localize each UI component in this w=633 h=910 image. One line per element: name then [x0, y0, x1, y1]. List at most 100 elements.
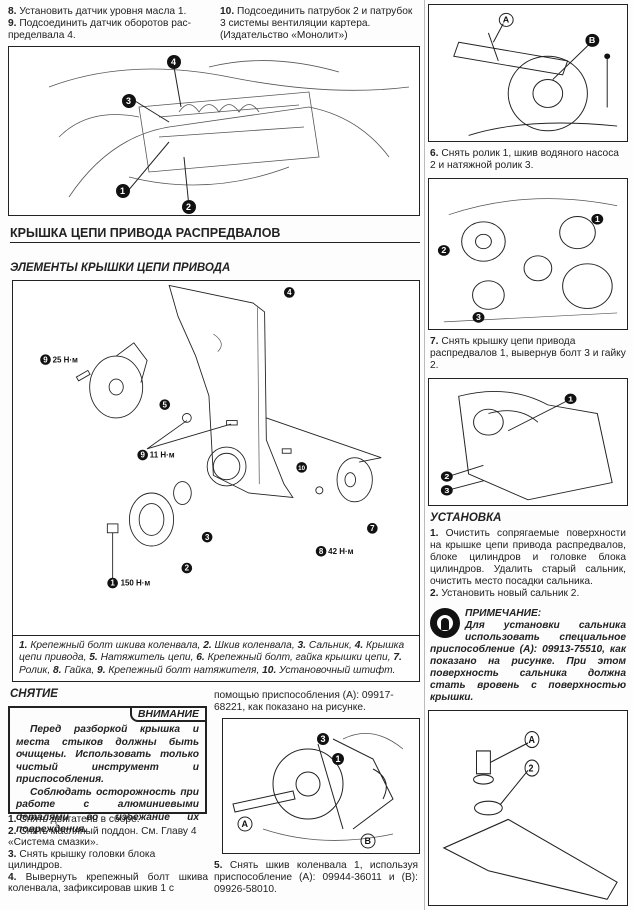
caption-item: Установочный штифт.	[276, 664, 396, 676]
step-text: Установить датчик уровня масла 1.	[19, 6, 187, 17]
callout-1: 1	[336, 754, 341, 764]
step-text: Установить новый сальник 2.	[441, 588, 580, 599]
callout-3: 3	[476, 312, 481, 321]
callout-3: 3	[205, 533, 210, 542]
step-text: Очистить сопрягаемые поверхности на крыш…	[430, 528, 626, 587]
seal-drawing: A 2	[442, 730, 618, 900]
caption-num: 6.	[196, 652, 205, 663]
step-text: Снять шкив коленвала 1, используя приспо…	[214, 860, 418, 895]
caption-num: 8.	[53, 664, 62, 676]
subsection-heading: ЭЛЕМЕНТЫ КРЫШКИ ЦЕПИ ПРИВОДА	[10, 262, 231, 274]
step-number: 8.	[8, 6, 17, 17]
caption-item: Сальник,	[306, 639, 355, 651]
step-number: 4.	[8, 871, 17, 883]
publisher: (Издательство «Монолит»)	[220, 30, 348, 41]
callout-b: B	[365, 836, 372, 846]
section-heading: КРЫШКА ЦЕПИ ПРИВОДА РАСПРЕДВАЛОВ	[10, 226, 420, 243]
torque-num: 1	[110, 579, 115, 588]
step-2: 2. Снять масляный поддон. См. Главу 4 «С…	[8, 826, 208, 849]
caption-num: 5.	[89, 652, 98, 663]
step-number: 7.	[430, 336, 439, 347]
callout-5: 5	[163, 400, 168, 409]
torque-25: 25 Н·м	[53, 355, 78, 364]
callout-1: 1	[120, 186, 125, 196]
torque-42: 42 Н·м	[328, 547, 353, 556]
column-divider	[424, 0, 425, 910]
callout-2: 2	[186, 202, 191, 212]
callout-3: 3	[444, 485, 449, 494]
step-1: 1. Снять двигатель в сборе.	[8, 814, 208, 826]
step-text: Снять крышку цепи привода распредвалов 1…	[430, 336, 626, 371]
step-text: Подсоединить датчик оборотов рас-пределв…	[8, 18, 192, 41]
install-heading: УСТАНОВКА	[430, 512, 502, 524]
step-number: 1.	[8, 814, 17, 825]
tool-drawing: A B	[453, 12, 618, 136]
removal-heading: СНЯТИЕ	[10, 688, 58, 700]
torque-11: 11 Н·м	[150, 451, 175, 460]
cover-removal-figure: 1 2 3	[428, 378, 628, 506]
step-text: Снять двигатель в сборе.	[19, 814, 140, 825]
warning-paragraph: Соблюдать осторожность при работе с алюм…	[16, 786, 199, 836]
step-number: 10.	[220, 6, 235, 17]
right-column: A B 6. Снять ролик 1, шкив водяного насо…	[428, 4, 628, 906]
step-text: Снять масляный поддон. См. Главу 4 «Сист…	[8, 825, 197, 849]
pulley-drawing: 3 1 A B	[232, 733, 404, 849]
engine-sensor-figure: 1 2 3 4	[8, 46, 420, 216]
callout-a: A	[503, 15, 510, 25]
torque-150: 150 Н·м	[121, 579, 151, 588]
cover-drawing: 1 2 3	[440, 390, 613, 501]
install-step-2: 2. Установить новый сальник 2.	[430, 588, 626, 600]
warning-text: Перед разборкой крышка и места стыков до…	[16, 724, 199, 837]
warning-paragraph: Перед разборкой крышка и места стыков до…	[16, 724, 199, 785]
callout-1: 1	[568, 394, 573, 403]
torque-num: 8	[319, 547, 324, 556]
callout-2: 2	[444, 472, 449, 481]
note: ПРИМЕЧАНИЕ: Для установки сальника испол…	[430, 608, 626, 704]
step-4: 4. Вывернуть крепежный болт шкива коленв…	[8, 872, 208, 895]
torque-num: 9	[140, 451, 145, 460]
caption-num: 3.	[297, 639, 307, 651]
step-number: 3.	[8, 848, 17, 860]
warning-label: ВНИМАНИЕ	[129, 706, 207, 722]
tool-ab-figure: A B	[428, 4, 628, 142]
step-7: 7. Снять крышку цепи привода распредвало…	[430, 336, 626, 372]
callout-a: A	[528, 734, 534, 746]
crank-pulley-figure: 3 1 A B	[222, 718, 420, 854]
figure-caption: 1. Крепежный болт шкива коленвала, 2. Шк…	[13, 634, 419, 681]
step-number: 2.	[430, 588, 439, 599]
note-text: Для установки сальника использовать спец…	[430, 620, 626, 703]
caption-num: 4.	[354, 639, 364, 651]
caption-item: Натяжитель цепи,	[97, 652, 197, 663]
caption-num: 7.	[393, 652, 402, 663]
callout-2: 2	[185, 564, 190, 573]
step-number: 1.	[430, 528, 439, 539]
engine-drawing: 1 2 3 4	[48, 55, 410, 214]
callout-3: 3	[126, 96, 131, 106]
seal-install-figure: A 2	[428, 710, 628, 906]
note-icon	[430, 608, 460, 638]
step-text: Вывернуть крепежный болт шкива коленвала…	[8, 871, 208, 895]
step-9: 9. Подсоединить датчик оборотов рас-пред…	[8, 18, 213, 42]
caption-item: Крепежный болт натяжителя,	[105, 664, 263, 676]
caption-item: Гайка,	[61, 664, 98, 676]
caption-num: 9.	[97, 664, 106, 676]
step-5: 5. Снять шкив коленвала 1, используя при…	[214, 860, 418, 896]
callout-7: 7	[370, 524, 375, 533]
step-number: 6.	[430, 148, 439, 159]
caption-item: Крышка цепи привода,	[19, 639, 405, 664]
caption-item: Шкив коленвала,	[211, 639, 298, 651]
torque-num: 9	[43, 355, 48, 364]
step-text: Снять крышку головки блока цилиндров.	[8, 848, 156, 872]
caption-num: 1.	[19, 639, 28, 651]
install-step-1: 1. Очистить сопрягаемые поверхности на к…	[430, 528, 626, 588]
step-number: 2.	[8, 825, 17, 837]
callout-2: 2	[528, 763, 533, 775]
step-text: Подсоединить патрубок 2 и патрубок 3 сис…	[220, 6, 413, 29]
step-number: 9.	[8, 18, 17, 29]
callout-3: 3	[321, 734, 326, 744]
step-6: 6. Снять ролик 1, шкив водяного насоса 2…	[430, 148, 626, 172]
step-4-continued: помощью приспособления (А): 09917-68221,…	[214, 690, 394, 713]
